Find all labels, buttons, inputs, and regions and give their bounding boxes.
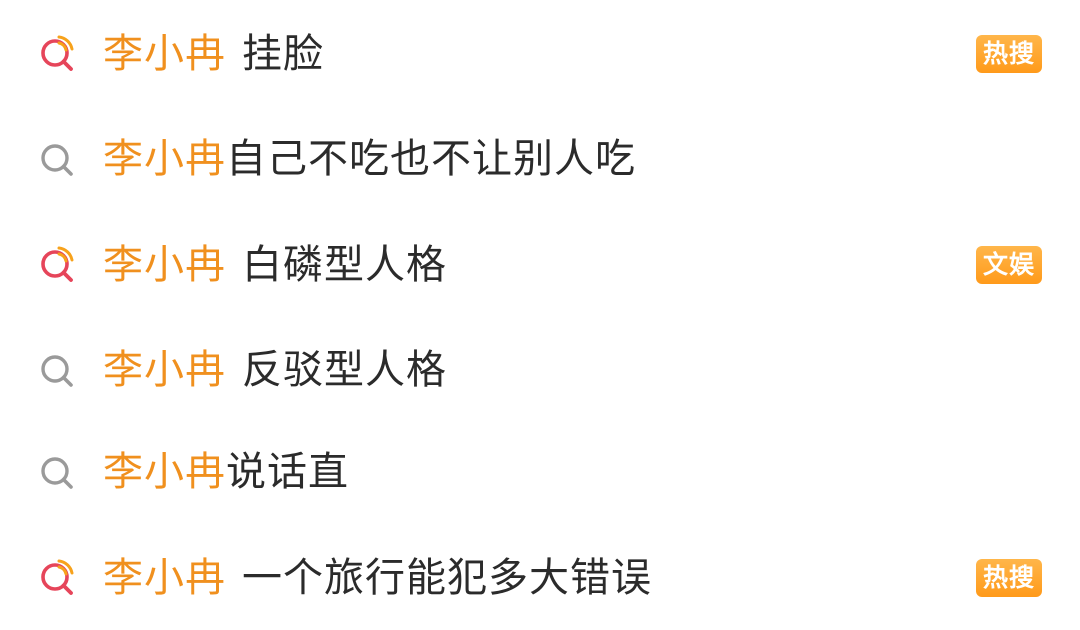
suggestion-text: 李小冉一个旅行能犯多大错误 [103, 526, 652, 630]
suggestion-rest: 说话直 [226, 449, 349, 495]
search-icon [36, 137, 80, 181]
search-icon [36, 450, 80, 494]
suggestion-text: 李小冉反驳型人格 [103, 318, 447, 422]
suggestion-item[interactable]: 李小冉一个旅行能犯多大错误 热搜 [0, 526, 1080, 630]
suggestion-item[interactable]: 李小冉说话直 [0, 420, 1080, 524]
suggestion-keyword: 李小冉 [103, 242, 226, 288]
hot-badge: 热搜 [976, 35, 1042, 73]
suggestion-rest: 一个旅行能犯多大错误 [242, 555, 652, 601]
suggestion-rest: 反驳型人格 [242, 347, 447, 393]
suggestion-rest: 自己不吃也不让别人吃 [226, 136, 636, 182]
suggestion-text: 李小冉白磷型人格 [103, 213, 447, 317]
suggestion-item[interactable]: 李小冉自己不吃也不让别人吃 [0, 107, 1080, 211]
suggestion-keyword: 李小冉 [103, 136, 226, 182]
search-icon [36, 348, 80, 392]
suggestion-text: 李小冉说话直 [103, 420, 349, 524]
suggestion-item[interactable]: 李小冉白磷型人格 文娱 [0, 213, 1080, 317]
suggestion-keyword: 李小冉 [103, 449, 226, 495]
hot-search-icon [36, 556, 80, 600]
entertainment-badge: 文娱 [976, 246, 1042, 284]
suggestion-rest: 挂脸 [242, 31, 324, 77]
hot-search-icon [36, 243, 80, 287]
hot-badge: 热搜 [976, 559, 1042, 597]
hot-search-icon [36, 32, 80, 76]
suggestion-text: 李小冉自己不吃也不让别人吃 [103, 107, 636, 211]
suggestion-item[interactable]: 李小冉反驳型人格 [0, 318, 1080, 422]
suggestion-rest: 白磷型人格 [242, 242, 447, 288]
suggestion-text: 李小冉挂脸 [103, 2, 324, 106]
suggestion-keyword: 李小冉 [103, 555, 226, 601]
suggestion-keyword: 李小冉 [103, 31, 226, 77]
suggestion-keyword: 李小冉 [103, 347, 226, 393]
suggestion-item[interactable]: 李小冉挂脸 热搜 [0, 2, 1080, 106]
